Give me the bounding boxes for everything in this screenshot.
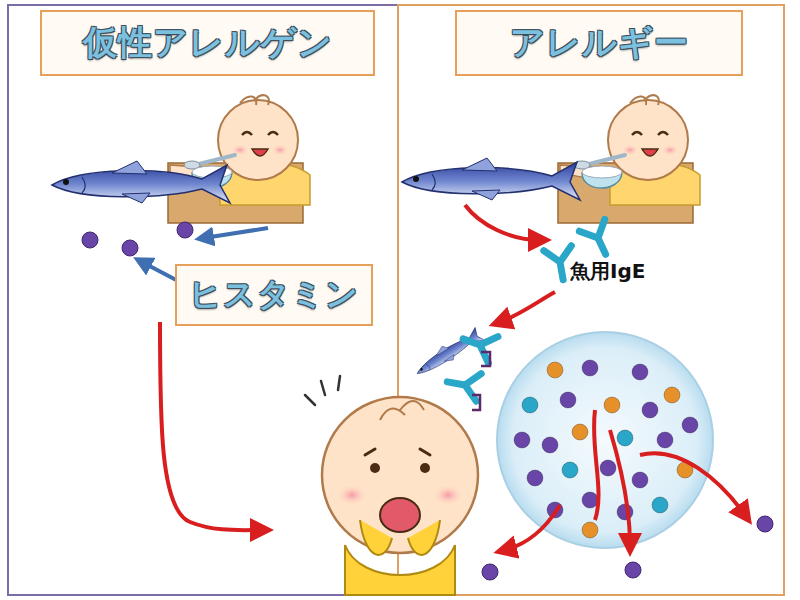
illustration-part — [177, 222, 193, 238]
illustration-part — [420, 463, 430, 473]
histamine-dots — [82, 222, 193, 256]
granule — [682, 417, 698, 433]
granule — [664, 387, 680, 403]
illustration-part — [360, 520, 440, 555]
panel-title: アレルギー — [455, 10, 743, 76]
ige-antibody — [579, 219, 618, 260]
granule — [562, 462, 578, 478]
granule — [582, 522, 598, 538]
illustration-part — [757, 516, 773, 532]
title-text: アレルギー — [510, 20, 689, 66]
granule — [617, 504, 633, 520]
illustration-part — [370, 463, 380, 473]
illustration-part — [625, 562, 641, 578]
illustration-part — [305, 376, 340, 405]
granules — [514, 360, 698, 538]
panel-title: 仮性アレルゲン — [40, 10, 375, 76]
reaction-arrow — [465, 205, 540, 240]
granule — [617, 430, 633, 446]
granule — [542, 437, 558, 453]
illustration-part — [365, 449, 430, 455]
granule — [632, 472, 648, 488]
granule — [560, 392, 576, 408]
illustration-part — [482, 564, 498, 580]
granule — [522, 397, 538, 413]
fish — [402, 158, 580, 200]
release-arrow — [594, 410, 599, 520]
release-arrow — [204, 228, 268, 238]
ige-antibody — [458, 326, 498, 363]
granule — [547, 362, 563, 378]
illustration-part — [82, 232, 98, 248]
title-text: 仮性アレルゲン — [83, 20, 333, 66]
granule — [642, 402, 658, 418]
illustration-part — [345, 545, 455, 595]
granule — [527, 470, 543, 486]
fish — [52, 161, 230, 203]
title-text: ヒスタミン — [189, 273, 359, 317]
reaction-arrow — [500, 292, 555, 322]
illustration-part — [122, 240, 138, 256]
granule — [604, 397, 620, 413]
bracket — [472, 352, 490, 410]
release-arrow — [640, 453, 745, 515]
crying-baby — [305, 376, 478, 595]
illustration-part — [380, 401, 424, 420]
granule — [582, 360, 598, 376]
released-dots — [482, 516, 773, 580]
fish — [412, 325, 485, 380]
granule — [600, 460, 616, 476]
reaction-arrow — [160, 322, 262, 530]
illustration-part — [432, 484, 464, 506]
mast-cell — [497, 332, 713, 548]
release-arrow — [610, 430, 630, 545]
illustration-part — [380, 498, 420, 532]
release-arrow — [505, 505, 560, 550]
illustration-part — [336, 484, 368, 506]
eating-baby — [168, 95, 310, 223]
granule — [652, 497, 668, 513]
granule — [572, 424, 588, 440]
granule — [632, 364, 648, 380]
illustration-part — [322, 397, 478, 553]
eating-baby — [558, 95, 700, 223]
granule — [657, 432, 673, 448]
granule — [514, 432, 530, 448]
antibody-label: 魚用IgE — [568, 258, 647, 285]
mediator-box: ヒスタミン — [175, 264, 373, 326]
granule — [582, 492, 598, 508]
